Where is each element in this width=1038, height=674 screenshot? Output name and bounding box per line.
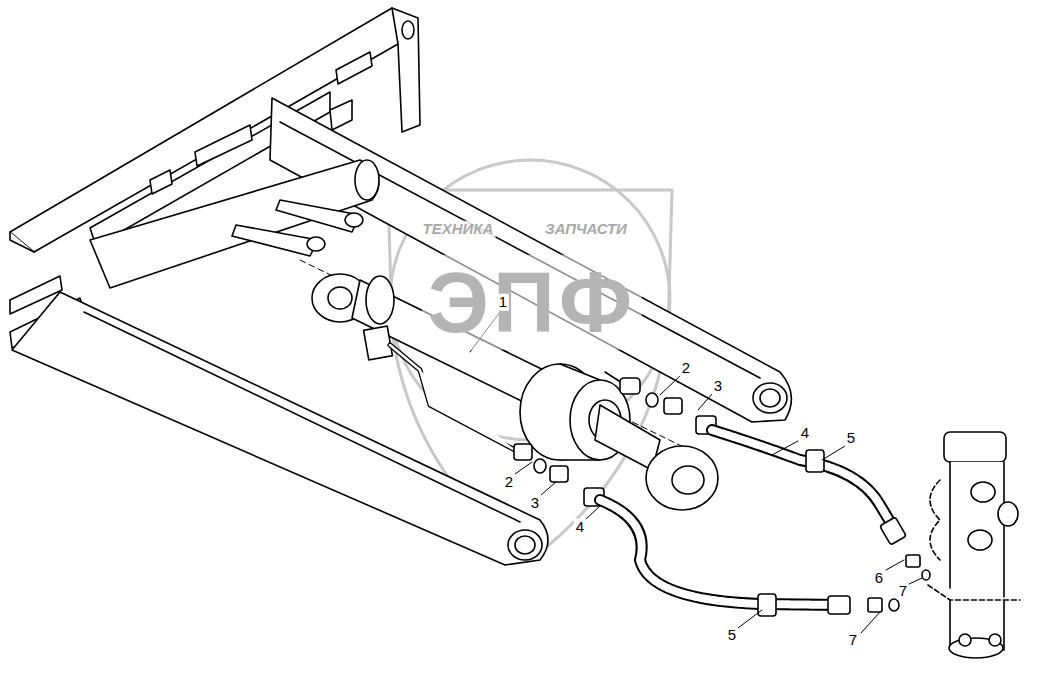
fittings	[514, 393, 716, 506]
callout-number: 5	[845, 430, 857, 447]
leader-lines	[470, 312, 922, 633]
watermark-text: ТЕХНИКА	[421, 221, 496, 238]
callout-number: 7	[897, 583, 909, 600]
watermark-text: ЗАПЧАСТИ	[543, 221, 629, 238]
callout-number: 4	[799, 425, 811, 442]
callout-number: 3	[712, 378, 724, 395]
callout-number: 6	[873, 570, 885, 587]
swivel-joint	[928, 432, 1020, 658]
callout-number: 7	[847, 632, 859, 649]
frame	[10, 8, 791, 565]
callout-number: 4	[574, 519, 586, 536]
callout-number: 3	[529, 495, 541, 512]
hose	[600, 430, 930, 616]
callout-number: 5	[726, 627, 738, 644]
callout-number: 2	[503, 474, 515, 491]
watermark-logo: ЭПФ	[422, 255, 642, 350]
callout-number: 2	[680, 360, 692, 377]
callout-number: 1	[497, 294, 509, 311]
